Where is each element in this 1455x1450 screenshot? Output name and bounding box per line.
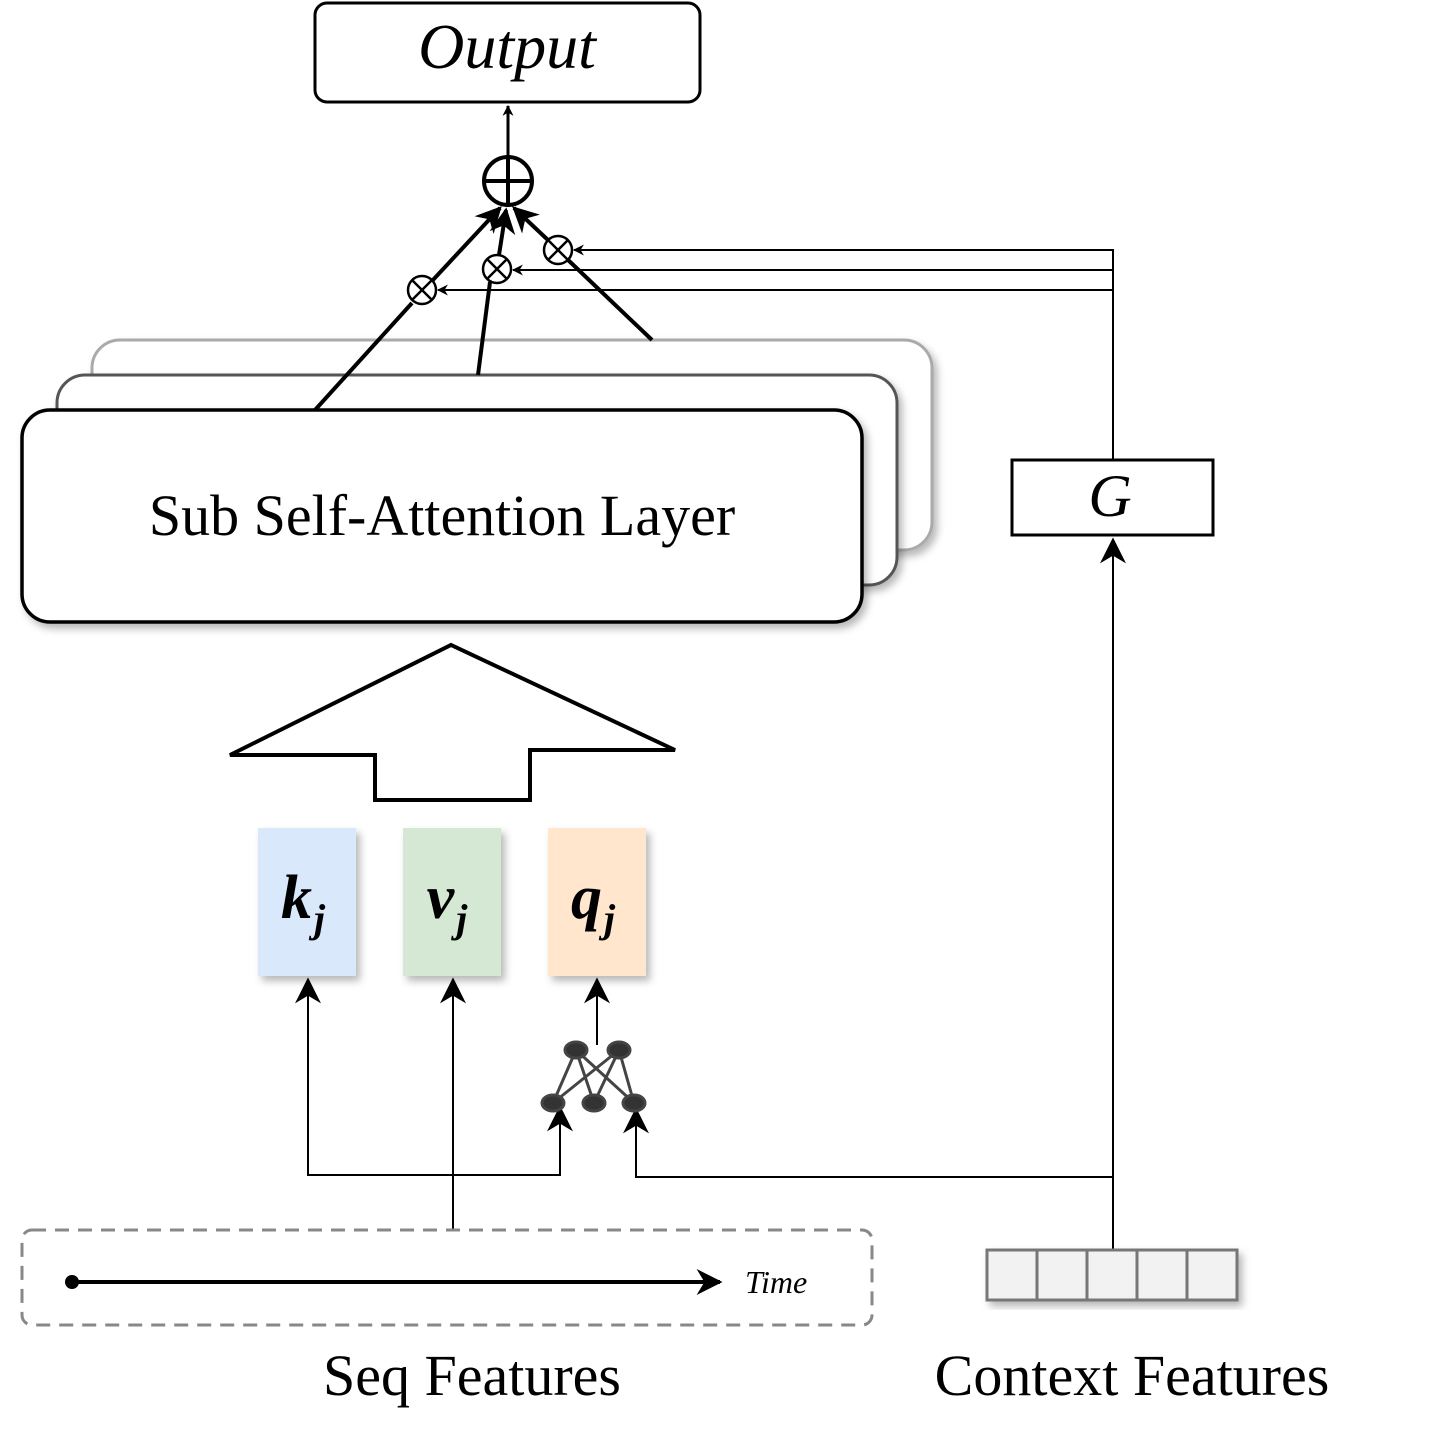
key-box: kj [258,828,356,976]
head-line-3 [564,256,654,342]
mul1-to-sum-arrow [430,206,502,283]
gate-to-mul3-arrow [572,244,1114,460]
gate-label: G [1088,463,1131,529]
seq-features-label: Seq Features [323,1343,621,1408]
context-features-vector [985,1248,1239,1302]
mul3-to-sum-arrow [512,206,551,243]
output-label: Output [418,11,598,82]
time-label: Time [745,1264,807,1300]
head-line-1 [313,301,414,412]
multiply-node-1 [406,274,438,306]
value-label-base: v [427,864,456,932]
query-label-base: q [571,864,602,932]
context-features-label: Context Features [935,1343,1330,1408]
head-line-2 [476,281,492,376]
svg-text:qj: qj [571,864,616,941]
sum-node [482,155,534,207]
mlp-icon [540,1040,647,1113]
key-label-base: k [281,864,312,932]
multiply-node-3 [542,234,574,266]
context-to-mlp-arrow [623,1107,1113,1178]
multiply-node-2 [481,253,513,285]
mul2-to-sum-arrow [489,207,516,256]
big-up-arrow [229,642,676,802]
seq-to-mlp-arrow [453,1105,573,1176]
layer-label: Sub Self-Attention Layer [149,483,735,548]
output-node: Output [313,1,702,104]
query-box: qj [548,828,646,976]
seq-features-box: Time [20,1228,874,1327]
seq-to-key-arrow [295,977,454,1232]
sub-self-attention-layer: Sub Self-Attention Layer [20,408,864,624]
gate-node: G [1010,458,1215,537]
value-box: vj [403,828,501,976]
